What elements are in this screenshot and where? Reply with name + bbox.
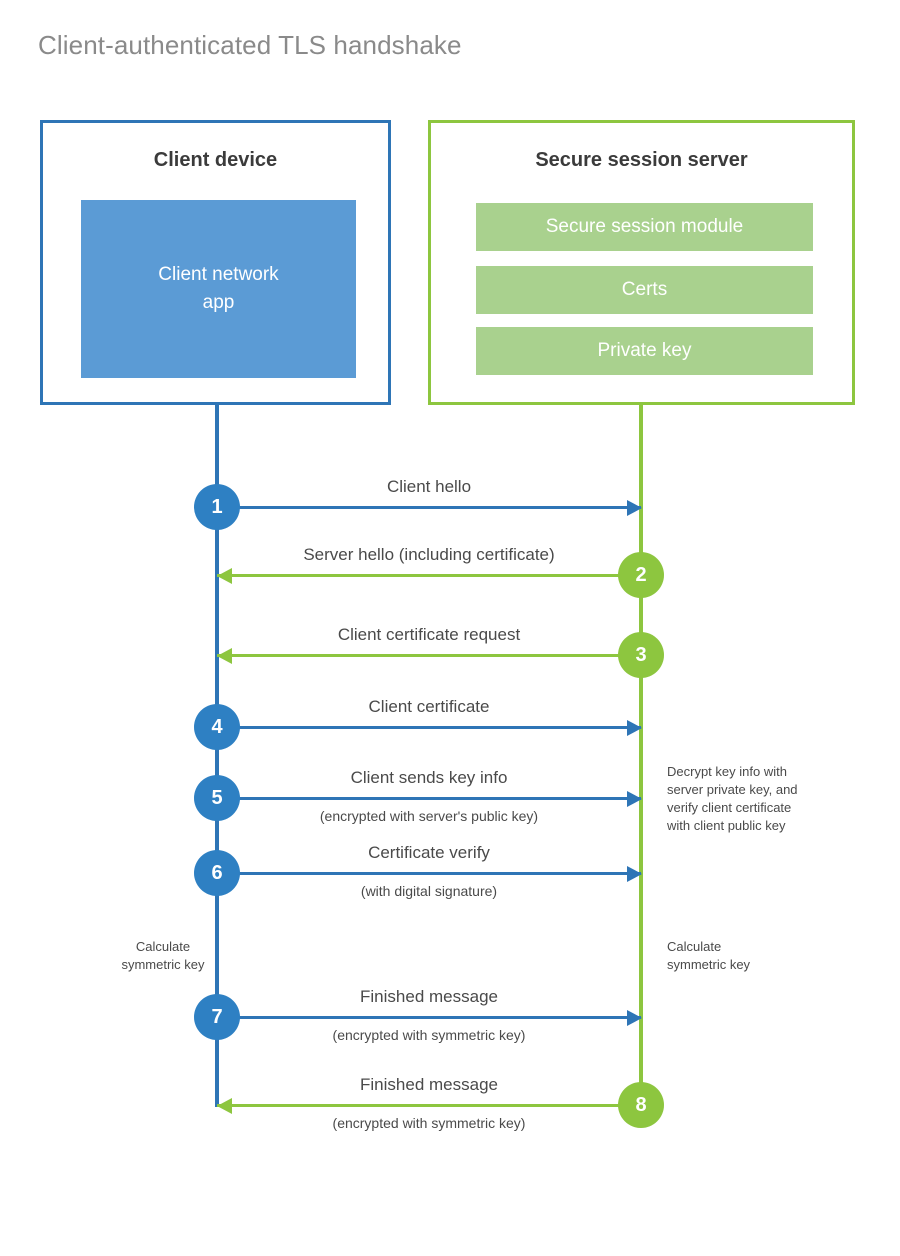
message-arrow-line [217,872,641,875]
message-arrow-head [627,866,642,882]
step-number-badge: 7 [194,994,240,1040]
message-arrow-head [217,648,232,664]
note-client-calculate-symmetric-key: Calculate symmetric key [121,939,205,972]
step-number-badge: 4 [194,704,240,750]
message-arrow-head [217,1098,232,1114]
message-arrow-line [217,1104,641,1107]
secure-session-server-title: Secure session server [535,149,748,171]
page-title: Client-authenticated TLS handshake [38,30,462,60]
message-label: Client certificate request [337,625,521,644]
note-server-decrypt: Decrypt key info with server private key… [667,764,798,833]
message-label: Client hello [386,477,472,496]
client-network-app-block: Client network app [81,200,356,378]
note-server-calculate-symmetric-key: Calculate symmetric key [667,939,751,972]
step-number-badge: 8 [618,1082,664,1128]
server-component-secure-session-module: Secure session module [476,203,813,251]
message-sublabel: (encrypted with symmetric key) [332,1115,526,1131]
message-arrow-line [217,1016,641,1019]
client-lifeline [215,405,219,1107]
message-arrow-head [627,500,642,516]
step-number-badge: 3 [618,632,664,678]
step-number-badge: 2 [618,552,664,598]
message-arrow-line [217,654,641,657]
message-label: Finished message [360,987,498,1006]
server-component-private-key: Private key [476,327,813,375]
message-label: Server hello (including certificate) [303,545,555,564]
message-label: Client sends key info [350,768,508,787]
step-number-badge: 6 [194,850,240,896]
message-sublabel: (encrypted with symmetric key) [332,1027,526,1043]
server-component-certs: Certs [476,266,813,314]
message-arrow-line [217,726,641,729]
message-arrow-line [217,506,641,509]
secure-session-server-box: Secure session server Secure session mod… [428,120,855,405]
message-sublabel: (encrypted with server's public key) [319,808,539,824]
message-label: Certificate verify [368,843,490,862]
message-label: Finished message [360,1075,498,1094]
message-label: Client certificate [368,697,490,716]
step-number-badge: 5 [194,775,240,821]
message-arrow-head [627,791,642,807]
message-arrow-head [627,1010,642,1026]
message-arrow-line [217,574,641,577]
message-sublabel: (with digital signature) [360,883,498,899]
message-arrow-line [217,797,641,800]
message-arrow-head [217,568,232,584]
client-device-title: Client device [153,149,278,171]
step-number-badge: 1 [194,484,240,530]
client-device-box: Client device Client network app [40,120,391,405]
message-arrow-head [627,720,642,736]
server-lifeline [639,405,643,1105]
